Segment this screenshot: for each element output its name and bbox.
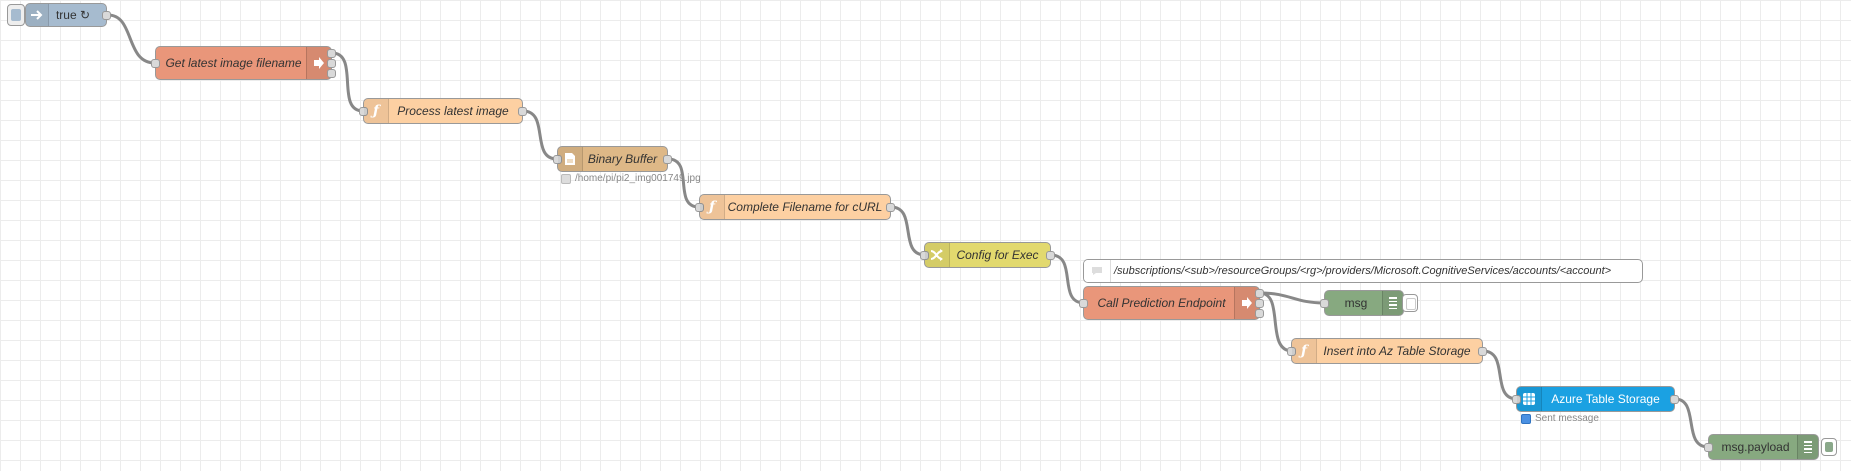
function3-input-port[interactable] xyxy=(1287,347,1296,356)
file-icon xyxy=(558,147,583,171)
exec2-input-port[interactable] xyxy=(1079,299,1088,308)
debug1-label: msg xyxy=(1344,296,1368,310)
file-status-text: /home/pi/pi2_img001749.jpg xyxy=(575,173,701,184)
debug-node-msg-payload[interactable]: msg.payload xyxy=(1704,434,1819,460)
exec2-label: Call Prediction Endpoint xyxy=(1097,296,1226,310)
table-icon xyxy=(1517,387,1542,411)
function2-input-port[interactable] xyxy=(695,203,704,212)
debug1-toggle-fill xyxy=(1406,298,1416,310)
wire-azure-to-debug2[interactable] xyxy=(1674,397,1709,449)
debug2-label: msg.payload xyxy=(1721,440,1790,454)
debug-lines-glyph xyxy=(1804,441,1812,453)
debug-node-msg[interactable]: msg xyxy=(1320,290,1404,316)
debug1-input-port[interactable] xyxy=(1320,299,1329,308)
wire-exec1-to-function1[interactable] xyxy=(331,51,364,113)
debug2-input-port[interactable] xyxy=(1704,443,1713,452)
wire-function3-to-azure[interactable] xyxy=(1482,349,1518,401)
debug2-toggle-button[interactable] xyxy=(1821,438,1837,456)
exec2-output-port-3[interactable] xyxy=(1255,309,1264,318)
change-node-label: Config for Exec xyxy=(956,248,1039,262)
exec1-output-port-1[interactable] xyxy=(327,49,336,58)
exec1-label: Get latest image filename xyxy=(165,56,302,70)
azure-input-port[interactable] xyxy=(1512,395,1521,404)
exec1-output-port-2[interactable] xyxy=(327,59,336,68)
azure-node-label: Azure Table Storage xyxy=(1551,392,1660,406)
exec2-output-port-2[interactable] xyxy=(1255,299,1264,308)
file-node-label: Binary Buffer xyxy=(587,152,658,166)
function-icon: ƒ xyxy=(700,195,725,219)
function-icon: ƒ xyxy=(1292,339,1317,363)
debug-lines-glyph xyxy=(1389,297,1397,309)
debug-icon xyxy=(1382,291,1403,315)
function-node-process-image[interactable]: ƒ Process latest image xyxy=(359,98,527,124)
arrow-right-icon xyxy=(26,4,49,26)
comment-label: /subscriptions/<sub>/resourceGroups/<rg>… xyxy=(1114,265,1612,277)
wire-exec2-to-function3[interactable] xyxy=(1259,291,1293,353)
wire-exec2-to-debug1[interactable] xyxy=(1259,291,1325,305)
inject-node-label: true ↻ xyxy=(55,8,91,22)
function3-label: Insert into Az Table Storage xyxy=(1323,344,1471,358)
inject-node[interactable]: true ↻ xyxy=(25,3,111,27)
exec-icon xyxy=(1234,287,1259,319)
inject-trigger-button[interactable] xyxy=(7,4,25,26)
wire-function1-to-file[interactable] xyxy=(522,109,558,161)
exec1-input-port[interactable] xyxy=(151,59,160,68)
comment-icon xyxy=(1084,260,1111,282)
azure-table-storage-node[interactable]: Azure Table Storage xyxy=(1512,386,1679,412)
file-input-port[interactable] xyxy=(553,155,562,164)
inject-output-port[interactable] xyxy=(102,11,111,20)
wire-file-to-function2[interactable] xyxy=(667,157,700,209)
azure-status-text: Sent message xyxy=(1535,413,1599,424)
file-node-status: /home/pi/pi2_img001749.jpg xyxy=(561,173,701,184)
debug1-toggle-button[interactable] xyxy=(1402,294,1418,312)
wire-function2-to-change[interactable] xyxy=(890,205,926,257)
function-icon: ƒ xyxy=(364,99,389,123)
function1-input-port[interactable] xyxy=(359,107,368,116)
change-node-config-exec[interactable]: Config for Exec xyxy=(920,242,1055,268)
wire-inject-to-exec1[interactable] xyxy=(107,13,156,65)
change-output-port[interactable] xyxy=(1046,251,1055,260)
azure-node-status: Sent message xyxy=(1521,413,1599,424)
change-input-port[interactable] xyxy=(920,251,929,260)
inject-button-fill xyxy=(11,9,21,21)
exec1-output-port-3[interactable] xyxy=(327,69,336,78)
comment-node-subscription-path[interactable]: /subscriptions/<sub>/resourceGroups/<rg>… xyxy=(1083,259,1643,283)
function2-output-port[interactable] xyxy=(886,203,895,212)
wire-change-to-exec2[interactable] xyxy=(1050,253,1085,305)
shuffle-icon xyxy=(925,243,950,267)
debug2-toggle-fill xyxy=(1825,442,1833,452)
exec-icon xyxy=(306,47,331,79)
function-node-complete-filename[interactable]: ƒ Complete Filename for cURL xyxy=(695,194,895,220)
exec-node-get-latest[interactable]: Get latest image filename xyxy=(151,46,336,80)
function2-label: Complete Filename for cURL xyxy=(727,200,883,214)
file-node-binary-buffer[interactable]: Binary Buffer xyxy=(553,146,672,172)
function-node-insert-table[interactable]: ƒ Insert into Az Table Storage xyxy=(1287,338,1487,364)
exec2-output-port-1[interactable] xyxy=(1255,289,1264,298)
exec-node-call-prediction[interactable]: Call Prediction Endpoint xyxy=(1079,286,1264,320)
function1-label: Process latest image xyxy=(397,104,509,118)
status-dot-grey xyxy=(561,173,571,184)
file-output-port[interactable] xyxy=(663,155,672,164)
function1-output-port[interactable] xyxy=(518,107,527,116)
debug-icon xyxy=(1797,435,1818,459)
azure-output-port[interactable] xyxy=(1670,395,1679,404)
status-dot-blue xyxy=(1521,413,1531,424)
function3-output-port[interactable] xyxy=(1478,347,1487,356)
